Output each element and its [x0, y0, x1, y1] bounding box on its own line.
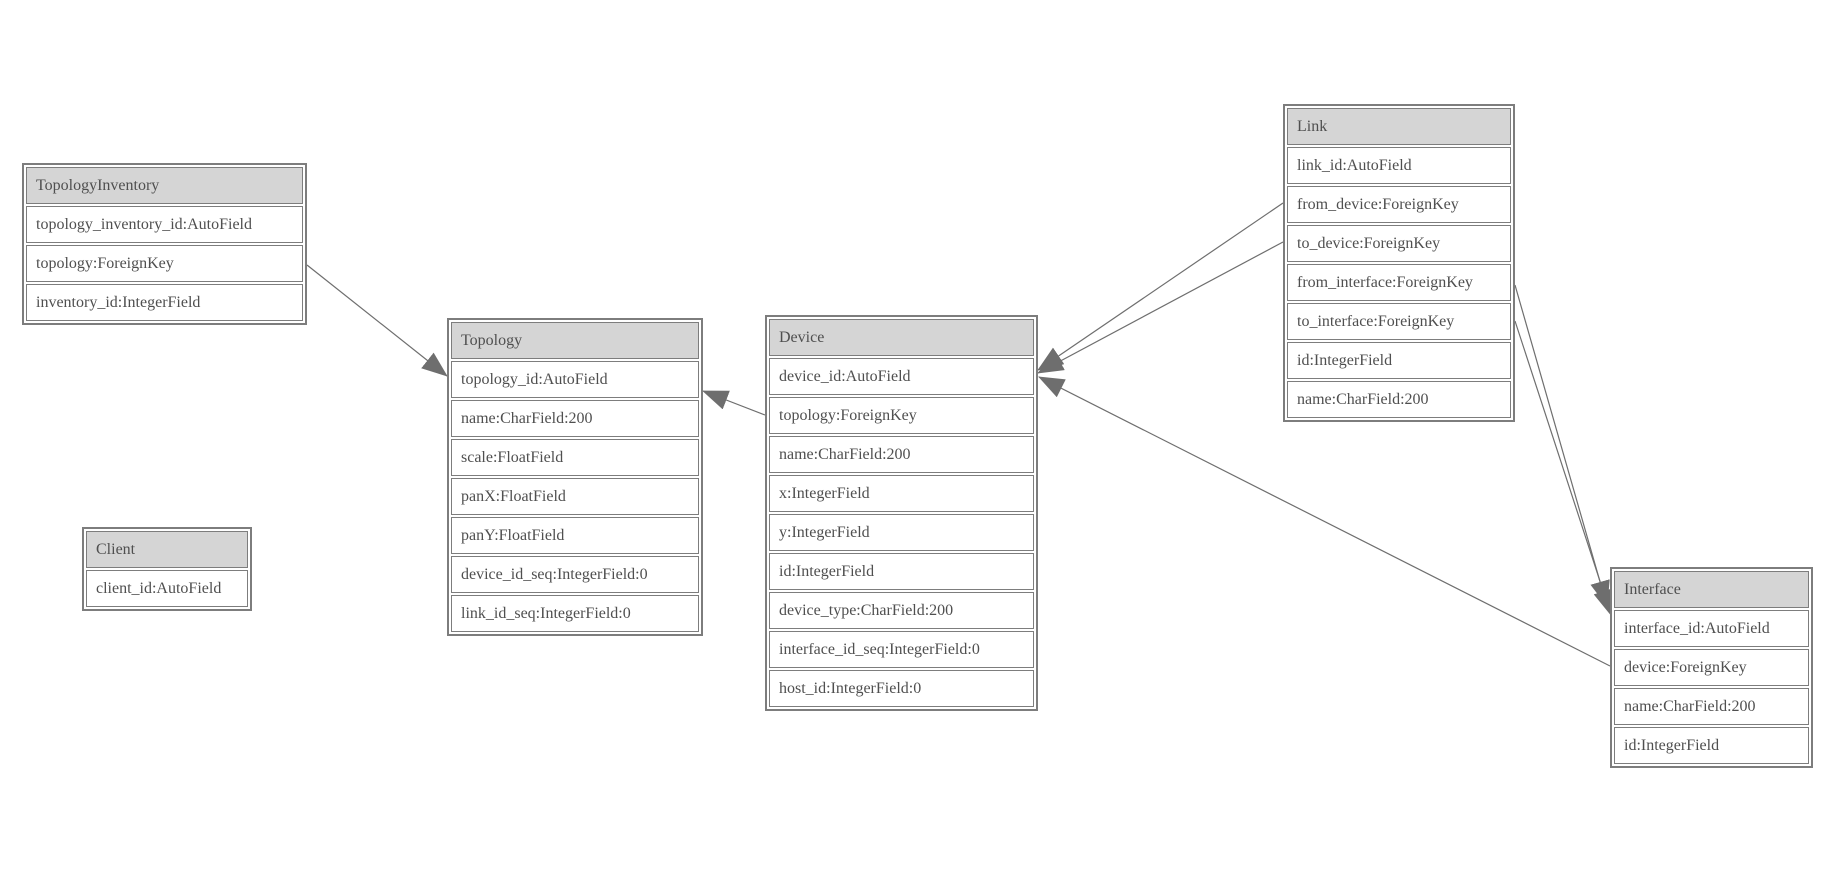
field-row: topology:ForeignKey — [769, 397, 1034, 434]
field-row: id:IntegerField — [769, 553, 1034, 590]
field-row: id:IntegerField — [1287, 342, 1511, 379]
field-row: name:CharField:200 — [1614, 688, 1809, 725]
field-row: interface_id:AutoField — [1614, 610, 1809, 647]
field-row: device:ForeignKey — [1614, 649, 1809, 686]
field-row: id:IntegerField — [1614, 727, 1809, 764]
field-row: scale:FloatField — [451, 439, 699, 476]
entity-title: Link — [1287, 108, 1511, 145]
relation-link-from_interface-interface — [1514, 284, 1610, 607]
entity-title: Topology — [451, 322, 699, 359]
field-row: host_id:IntegerField:0 — [769, 670, 1034, 707]
field-row: interface_id_seq:IntegerField:0 — [769, 631, 1034, 668]
field-row: to_device:ForeignKey — [1287, 225, 1511, 262]
field-row: link_id_seq:IntegerField:0 — [451, 595, 699, 632]
field-row: y:IntegerField — [769, 514, 1034, 551]
field-row: client_id:AutoField — [86, 570, 248, 607]
field-row: name:CharField:200 — [451, 400, 699, 437]
entity-title: Client — [86, 531, 248, 568]
field-row: topology:ForeignKey — [26, 245, 303, 282]
entity-title: Interface — [1614, 571, 1809, 608]
field-row: to_interface:ForeignKey — [1287, 303, 1511, 340]
relation-interface-device — [1038, 376, 1611, 667]
entity-title: Device — [769, 319, 1034, 356]
field-row: x:IntegerField — [769, 475, 1034, 512]
field-row: topology_inventory_id:AutoField — [26, 206, 303, 243]
field-row: topology_id:AutoField — [451, 361, 699, 398]
field-row: panX:FloatField — [451, 478, 699, 515]
relation-link-from_device-device — [1037, 202, 1284, 371]
relation-device-topology — [702, 390, 766, 416]
field-row: name:CharField:200 — [769, 436, 1034, 473]
field-row: name:CharField:200 — [1287, 381, 1511, 418]
relation-topologyinventory-topology — [306, 264, 448, 377]
field-row: device_type:CharField:200 — [769, 592, 1034, 629]
field-row: link_id:AutoField — [1287, 147, 1511, 184]
field-row: device_id_seq:IntegerField:0 — [451, 556, 699, 593]
field-row: panY:FloatField — [451, 517, 699, 554]
entity-title: TopologyInventory — [26, 167, 303, 204]
field-row: device_id:AutoField — [769, 358, 1034, 395]
field-row: from_device:ForeignKey — [1287, 186, 1511, 223]
field-row: inventory_id:IntegerField — [26, 284, 303, 321]
relation-link-to_device-device — [1037, 241, 1284, 374]
relation-link-to_interface-interface — [1514, 320, 1613, 616]
field-row: from_interface:ForeignKey — [1287, 264, 1511, 301]
